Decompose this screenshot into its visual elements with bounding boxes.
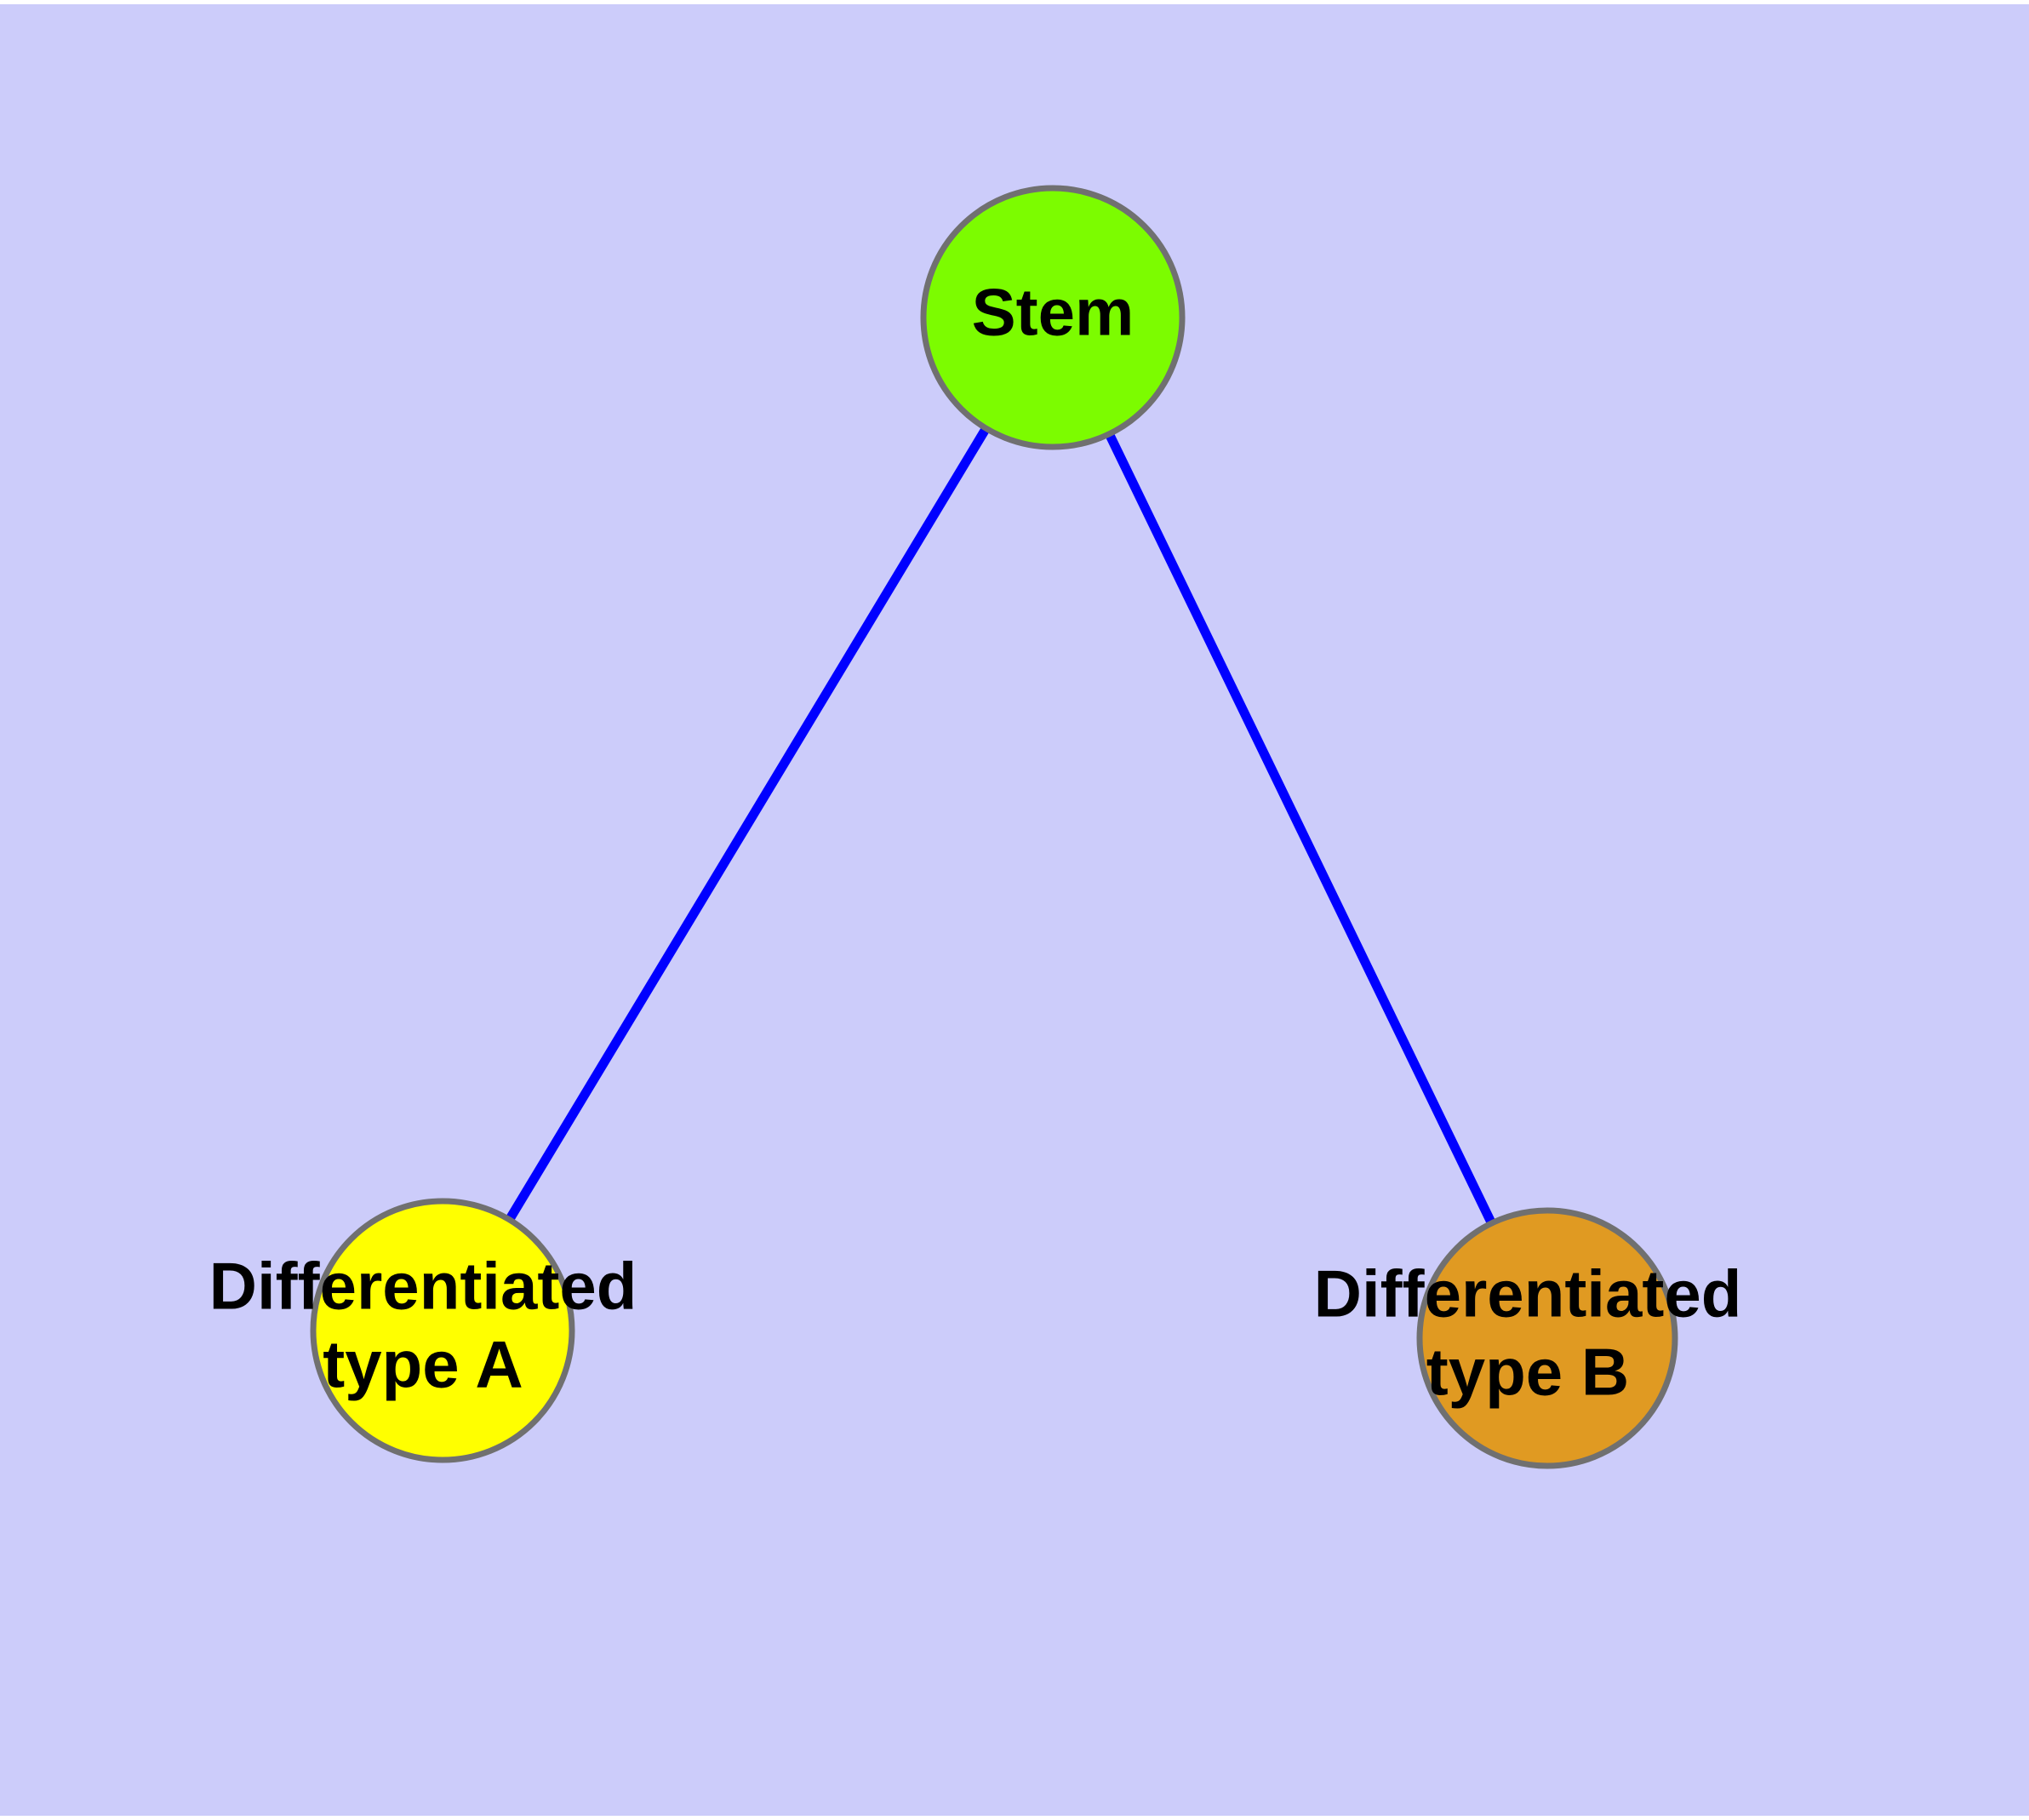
graph-node-label-line: Differentiated	[209, 1249, 637, 1324]
graph-node-label-line: type A	[323, 1327, 523, 1402]
graph-node-diff_b[interactable]	[1416, 1207, 1678, 1469]
graph-node-stem[interactable]	[920, 185, 1186, 450]
graph-node-label-line: Stem	[972, 275, 1135, 350]
graph-edge-stem-diff_b	[1049, 315, 1552, 1341]
graph-edge-stem-diff_a	[438, 315, 1057, 1333]
graph-node-diff_a[interactable]	[310, 1198, 575, 1463]
node-layer	[310, 185, 1678, 1469]
graph-node-label-stem: Stem	[972, 275, 1135, 350]
edge-layer	[438, 315, 1552, 1341]
graph-node-label-line: type B	[1426, 1335, 1629, 1410]
graph-node-label-line: Differentiated	[1314, 1256, 1742, 1331]
